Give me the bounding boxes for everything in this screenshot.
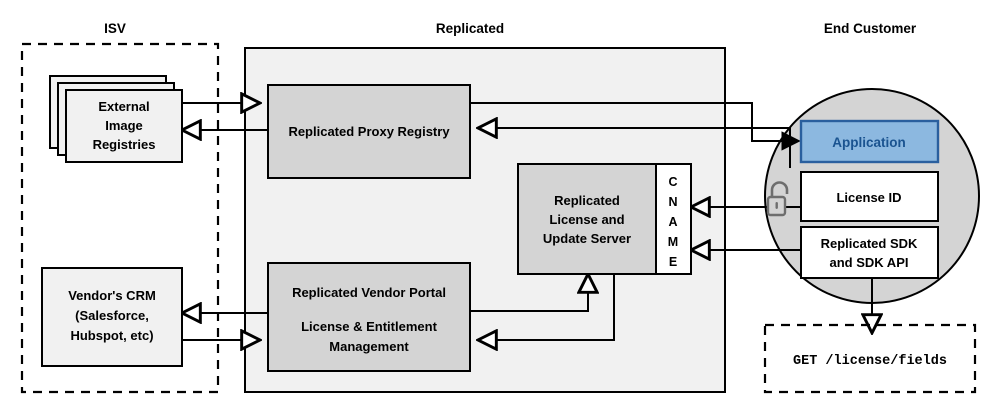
node-label-line-3: Update Server (543, 231, 631, 246)
node-label: License ID (836, 190, 901, 205)
node-vendors-crm[interactable]: Vendor's CRM (Salesforce, Hubspot, etc) (41, 267, 183, 367)
node-replicated-proxy-registry[interactable]: Replicated Proxy Registry (267, 84, 471, 179)
cname-box (655, 163, 692, 275)
group-title-replicated: Replicated (436, 21, 504, 36)
group-title-isv: ISV (104, 21, 126, 36)
group-title-end-customer: End Customer (824, 21, 917, 36)
node-label: Replicated Proxy Registry (288, 124, 450, 139)
cname-letter-a: A (668, 215, 677, 229)
node-label-line-2: and SDK API (830, 255, 909, 270)
node-replicated-vendor-portal[interactable]: Replicated Vendor Portal License & Entit… (267, 262, 471, 372)
api-call-boundary (763, 323, 977, 394)
node-label-line-3: Registries (93, 137, 156, 152)
replicated-sdk-box (800, 226, 939, 279)
node-cname[interactable]: C N A M E (655, 163, 692, 275)
node-label-line-1: Replicated Vendor Portal (292, 285, 446, 300)
vendors-crm-box (41, 267, 183, 367)
node-label-line-1: Replicated SDK (821, 236, 918, 251)
node-label-line-2: (Salesforce, (75, 308, 149, 323)
node-replicated-license-update-server[interactable]: Replicated License and Update Server (517, 163, 657, 275)
node-api-call[interactable]: GET /license/fields (763, 323, 977, 394)
isv-group-boundary (20, 42, 220, 394)
node-license-id[interactable]: License ID (800, 171, 939, 222)
edge-vendor-portal-to-license-server (470, 274, 588, 312)
node-label-line-1: Replicated (554, 193, 620, 208)
cname-letter-m: M (668, 235, 678, 249)
stack-layer-front (65, 89, 183, 163)
edge-license-server-to-vendor-portal (478, 274, 615, 340)
node-application[interactable]: Application (799, 119, 940, 164)
node-label-line-1: Vendor's CRM (68, 288, 156, 303)
proxy-registry-box (267, 84, 471, 179)
license-id-box (800, 171, 939, 222)
edge-application-to-proxy-registry (478, 128, 791, 168)
application-box (799, 119, 940, 164)
cname-letter-c: C (668, 175, 677, 189)
node-label-line-3: Hubspot, etc) (70, 328, 153, 343)
cname-letter-n: N (668, 195, 677, 209)
node-label-line-2: Image (105, 118, 143, 133)
node-replicated-sdk[interactable]: Replicated SDK and SDK API (800, 226, 939, 279)
node-label: Application (832, 135, 906, 150)
node-label-line-3: Management (329, 339, 409, 354)
vendor-portal-box (267, 262, 471, 372)
node-external-image-registries[interactable]: External Image Registries (49, 75, 183, 163)
node-label-line-2: License & Entitlement (301, 319, 437, 334)
node-label-line-1: External (98, 99, 149, 114)
unlocked-padlock-icon (766, 181, 789, 217)
padlock-keyhole (775, 202, 778, 209)
node-label-line-2: License and (549, 212, 624, 227)
api-call-label: GET /license/fields (793, 354, 947, 369)
cname-letter-e: E (669, 255, 677, 269)
edge-proxy-registry-to-application (470, 102, 799, 141)
